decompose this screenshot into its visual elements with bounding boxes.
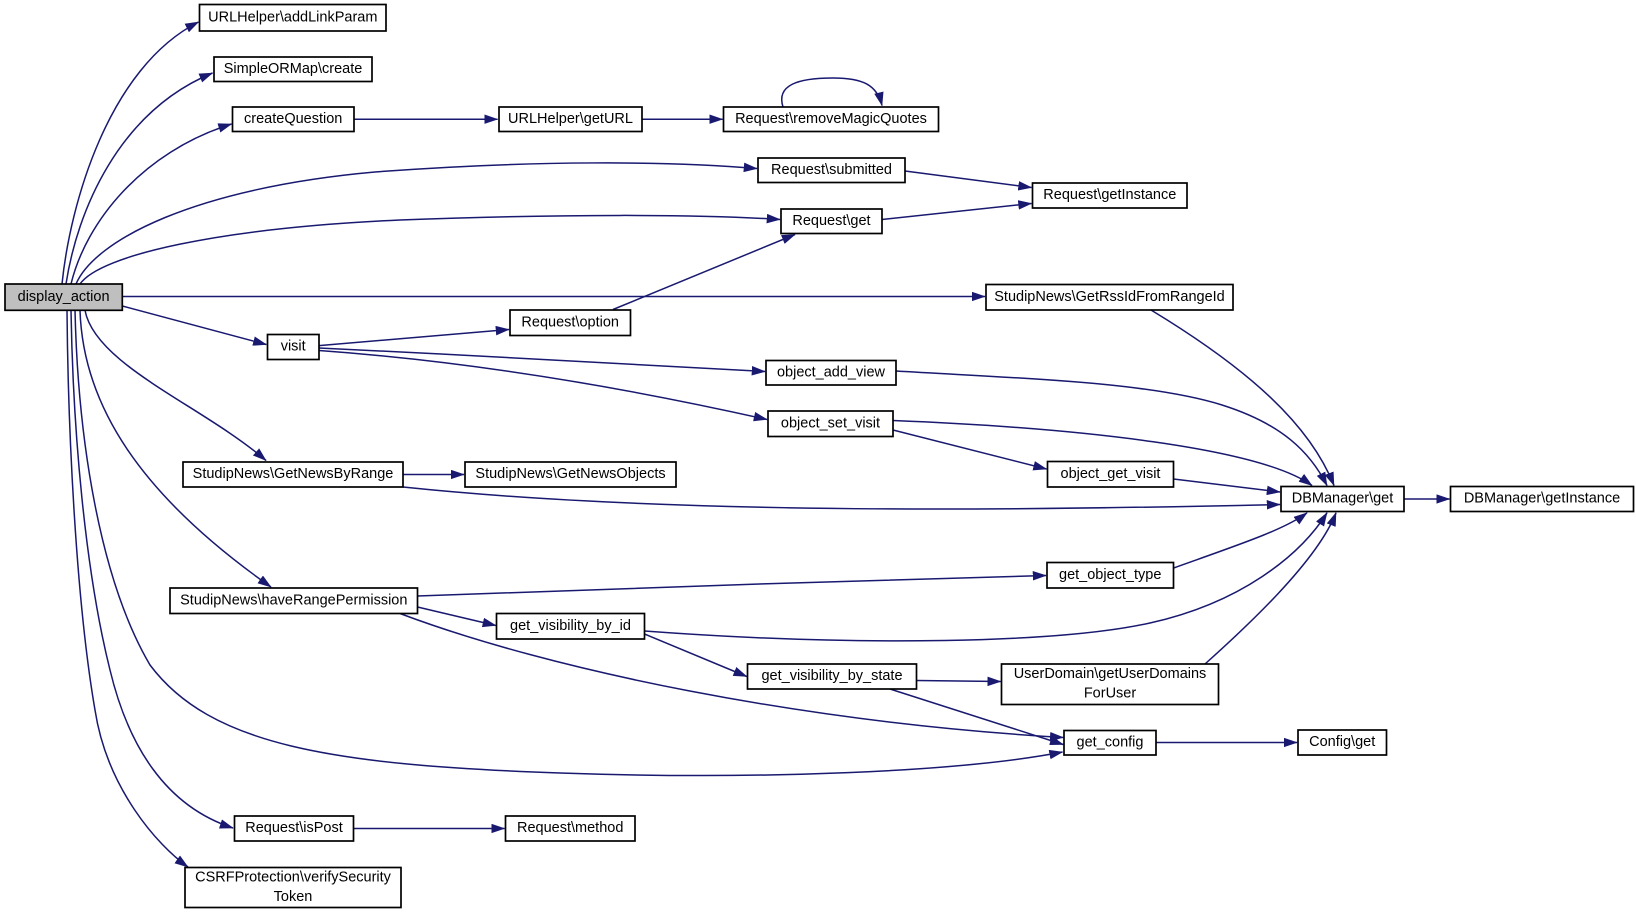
svg-text:ForUser: ForUser [1084,686,1137,702]
svg-text:get_visibility_by_id: get_visibility_by_id [510,618,631,634]
svg-text:Request\get: Request\get [792,213,870,229]
svg-text:Config\get: Config\get [1309,734,1375,750]
svg-text:display_action: display_action [18,289,110,305]
svg-text:Request\submitted: Request\submitted [771,162,892,178]
svg-text:createQuestion: createQuestion [244,111,342,127]
svg-text:get_visibility_by_state: get_visibility_by_state [761,668,902,684]
svg-text:StudipNews\GetNewsObjects: StudipNews\GetNewsObjects [475,466,665,482]
svg-text:Request\isPost: Request\isPost [245,820,343,836]
svg-text:Request\option: Request\option [521,314,619,330]
svg-text:DBManager\get: DBManager\get [1292,491,1394,507]
svg-text:get_config: get_config [1077,734,1144,750]
svg-text:Token: Token [274,889,313,905]
svg-text:object_get_visit: object_get_visit [1061,466,1161,482]
svg-text:Request\method: Request\method [517,820,623,836]
svg-text:DBManager\getInstance: DBManager\getInstance [1464,491,1620,507]
svg-text:SimpleORMap\create: SimpleORMap\create [224,61,363,77]
svg-text:visit: visit [281,339,306,355]
svg-text:StudipNews\GetNewsByRange: StudipNews\GetNewsByRange [193,466,394,482]
svg-text:get_object_type: get_object_type [1059,567,1161,583]
svg-text:StudipNews\haveRangePermission: StudipNews\haveRangePermission [180,592,407,608]
svg-text:Request\getInstance: Request\getInstance [1043,187,1176,203]
svg-text:Request\removeMagicQuotes: Request\removeMagicQuotes [735,111,927,127]
svg-text:URLHelper\getURL: URLHelper\getURL [508,111,633,127]
svg-text:StudipNews\GetRssIdFromRangeId: StudipNews\GetRssIdFromRangeId [994,289,1225,305]
svg-text:object_set_visit: object_set_visit [781,415,880,431]
svg-text:UserDomain\getUserDomains: UserDomain\getUserDomains [1014,666,1207,682]
svg-text:URLHelper\addLinkParam: URLHelper\addLinkParam [208,9,377,25]
svg-text:CSRFProtection\verifySecurity: CSRFProtection\verifySecurity [195,869,392,885]
svg-text:object_add_view: object_add_view [777,364,886,380]
